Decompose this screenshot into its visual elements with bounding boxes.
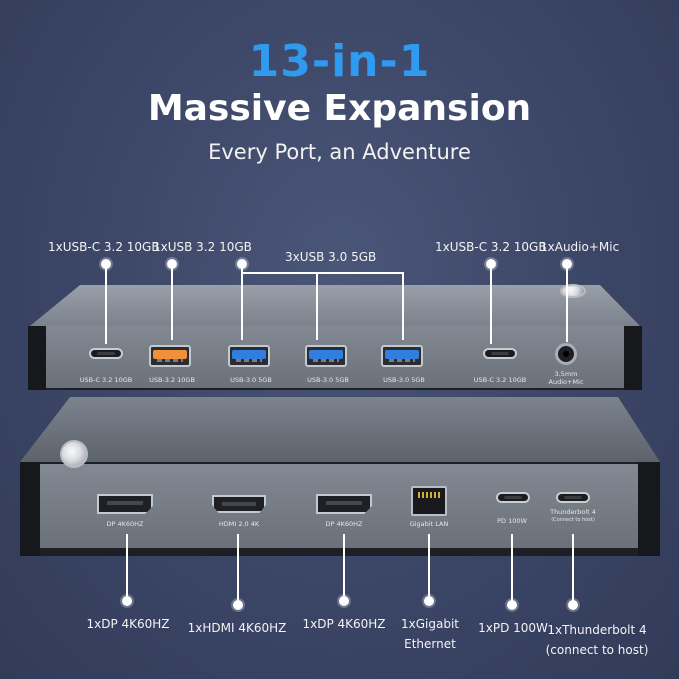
leader-line-usbc-right (490, 264, 492, 344)
leader-line-lan (428, 534, 430, 596)
usbc-port-left (89, 348, 123, 359)
leader-line-audio (566, 264, 568, 342)
pointer-dot-lan (424, 596, 434, 606)
port-label-usba-30-b: USB-3.0 5GB (307, 376, 349, 384)
usba-30-port-c (381, 345, 423, 367)
label-usbc-right: 1xUSB-C 3.2 10GB (435, 240, 547, 254)
port-label-usbc-left: USB-C 3.2 10GB (79, 376, 133, 384)
power-button-top (560, 284, 586, 298)
pd-usbc-port (496, 492, 530, 503)
port-label-usbc-right: USB-C 3.2 10GB (473, 376, 527, 384)
label-usba-30-group: 3xUSB 3.0 5GB (285, 250, 377, 264)
leader-line-usba-30-b (316, 272, 318, 340)
pointer-dot-dp2 (339, 596, 349, 606)
headline-title: 13-in-1 (248, 36, 431, 87)
pointer-dot-dp1 (122, 596, 132, 606)
port-label-usba-32: USB-3.2 10GB (149, 376, 195, 384)
label-pd: 1xPD 100W (478, 621, 548, 635)
thunderbolt-port (556, 492, 590, 503)
port-label-dp1: DP 4K60HZ (106, 520, 144, 528)
port-label-tb-2: (Connect to host) (551, 517, 595, 523)
leader-line-pd (511, 534, 513, 602)
leader-line-dp2 (343, 534, 345, 596)
lower-dock-body (20, 397, 660, 556)
leader-line-hdmi (237, 534, 239, 602)
hdmi-port (212, 495, 266, 513)
port-label-tb-1: Thunderbolt 4 (550, 508, 596, 516)
label-lan-2: Ethernet (404, 637, 456, 651)
leader-line-usba-30-a (241, 264, 243, 340)
port-label-audio-2: Audio+Mic (548, 378, 584, 386)
audio-jack (555, 343, 577, 365)
usbc-port-right (483, 348, 517, 359)
ethernet-port (411, 486, 447, 516)
port-label-usba-30-c: USB-3.0 5GB (383, 376, 425, 384)
label-dp2: 1xDP 4K60HZ (302, 617, 386, 631)
leader-line-usbc-left (105, 264, 107, 344)
port-label-usba-30-a: USB-3.0 5GB (230, 376, 272, 384)
label-usba-32: 1xUSB 3.2 10GB (153, 240, 252, 254)
headline-subtitle: Massive Expansion (147, 88, 532, 129)
label-hdmi: 1xHDMI 4K60HZ (187, 621, 287, 635)
label-usbc-left: 1xUSB-C 3.2 10GB (48, 240, 160, 254)
port-label-dp2: DP 4K60HZ (325, 520, 363, 528)
leader-line-usba-30-group (242, 272, 404, 274)
leader-line-dp1 (126, 534, 128, 596)
label-audio: 1xAudio+Mic (540, 240, 620, 254)
usba-32-port (149, 345, 191, 367)
pointer-dot-tb (568, 600, 578, 610)
port-label-audio-1: 3.5mm (554, 370, 578, 378)
leader-line-tb (572, 534, 574, 602)
displayport-2 (316, 494, 372, 514)
usba-30-port-a (228, 345, 270, 367)
label-tb-2: (connect to host) (545, 643, 649, 657)
label-tb-1: 1xThunderbolt 4 (547, 623, 647, 637)
port-label-pd: PD 100W (497, 517, 527, 525)
power-button-bottom (60, 440, 88, 468)
label-dp1: 1xDP 4K60HZ (86, 617, 170, 631)
headline-tagline: Every Port, an Adventure (208, 140, 471, 164)
usba-30-port-b (305, 345, 347, 367)
port-label-hdmi: HDMI 2.0 4K (218, 520, 260, 528)
pointer-dot-hdmi (233, 600, 243, 610)
pointer-dot-pd (507, 600, 517, 610)
label-lan-1: 1xGigabit (401, 617, 459, 631)
displayport-1 (97, 494, 153, 514)
leader-line-usba-30-c (402, 272, 404, 340)
port-label-lan: Gigabit LAN (409, 520, 449, 528)
leader-line-usba-32 (171, 264, 173, 340)
